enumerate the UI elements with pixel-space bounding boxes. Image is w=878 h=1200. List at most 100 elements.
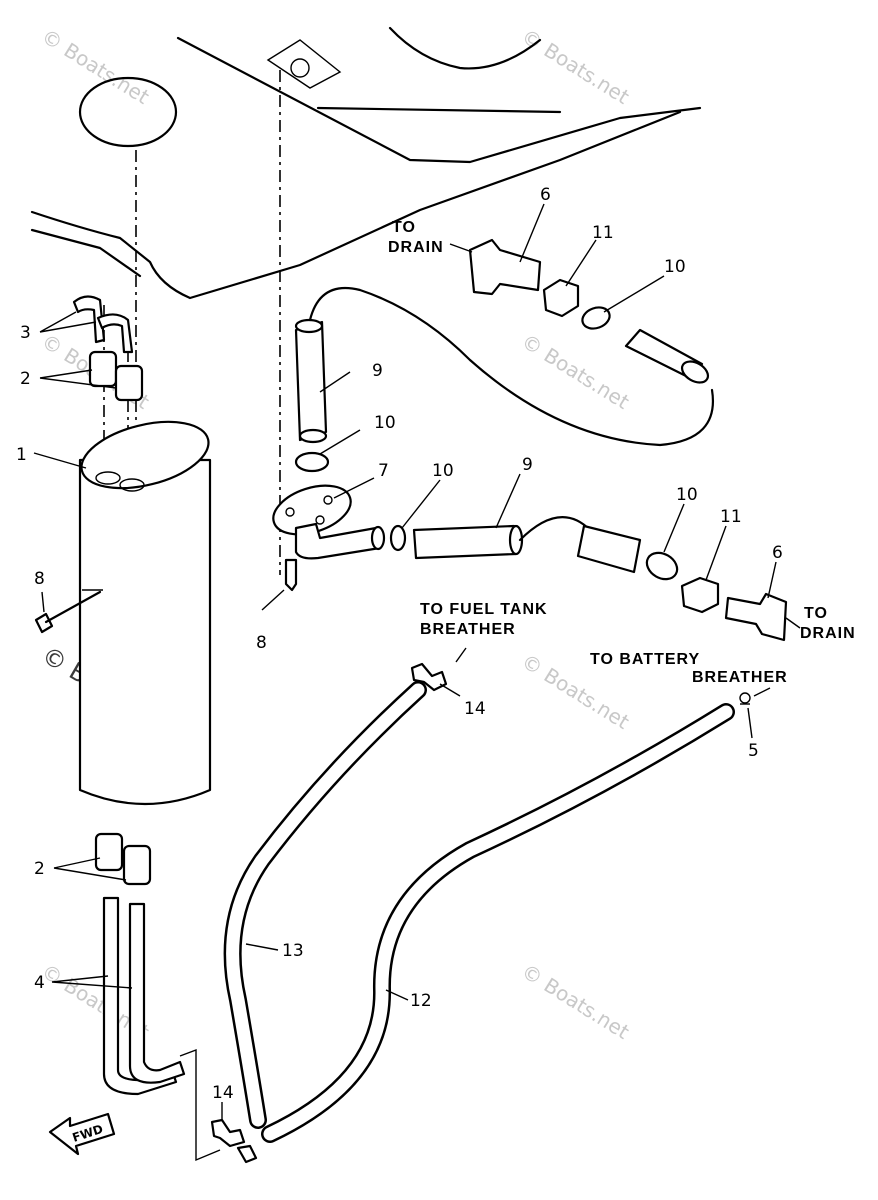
arrow-to-drain-right [785, 617, 801, 629]
callout-6-top: 6 [540, 185, 551, 205]
mid-drain-chain [389, 516, 788, 642]
drain-tube-mid [518, 516, 592, 542]
leader-4 [51, 975, 133, 989]
leader-7 [333, 477, 375, 499]
callout-3: 3 [20, 323, 31, 343]
upper-drain-hose [294, 286, 715, 473]
lower-fittings [94, 832, 221, 1162]
canister-port-2 [119, 478, 145, 492]
leader-11-top [565, 239, 597, 287]
top-drain-chain [468, 238, 710, 384]
callout-10-mid: 10 [374, 413, 396, 433]
pipe-2 [128, 902, 186, 1084]
hose-12-fill [263, 705, 733, 1141]
plate-hole-1 [285, 507, 295, 517]
arrow-to-drain-top [449, 243, 473, 253]
hose-13-outline [223, 681, 427, 1129]
fitting-14-lower [210, 1118, 246, 1148]
elbow-hose-1 [72, 295, 106, 344]
bracket-edge [179, 1048, 221, 1162]
deck-opening [78, 76, 178, 148]
hull-outline [30, 26, 702, 300]
fwd-arrow-shape [48, 1112, 116, 1156]
fitting-lower-1 [94, 832, 124, 872]
captions: TO DRAIN TO FUEL TANK BREATHER TO BATTER… [388, 219, 856, 686]
elbow-hose-2 [96, 313, 134, 354]
fitting-upper-1 [88, 350, 118, 388]
callout-9-top: 9 [372, 361, 383, 381]
plate-hole-2 [315, 515, 325, 525]
leader-9-right [495, 473, 521, 529]
leader-10-right [663, 503, 685, 553]
leader-14-upper [439, 683, 461, 697]
watermark-2: © Boats.net [517, 24, 633, 109]
callout-12: 12 [410, 991, 432, 1011]
callout-8-left: 8 [34, 569, 45, 589]
breather-hoses [223, 681, 735, 1143]
callout-10-lower: 10 [432, 461, 454, 481]
hull-upper-edge [176, 36, 702, 164]
arrow-fuel-tank [455, 647, 467, 663]
caption-to-drain-top-1: TO [392, 219, 416, 236]
hose-fittings [210, 662, 751, 1164]
leader-11-right [705, 525, 727, 581]
leader-6-top [519, 203, 545, 263]
caption-to-drain-right-1: TO [804, 605, 828, 622]
hull-lower-edge [30, 110, 682, 300]
callout-13: 13 [282, 941, 304, 961]
fitting-upper-2 [114, 364, 144, 402]
leader-12 [385, 989, 409, 1001]
fitting-lower-2 [236, 1144, 258, 1164]
hose-9-vertical [294, 320, 328, 442]
leader-5 [747, 707, 753, 739]
hose-piece-right [576, 524, 642, 574]
caption-to-drain-top-2: DRAIN [388, 239, 444, 256]
hull-top-curve [388, 26, 542, 70]
caption-to-drain-right-2: DRAIN [800, 625, 856, 642]
canister-body [78, 458, 212, 806]
caption-fuel-tank-2: BREATHER [420, 621, 516, 638]
hose-9-bottom [298, 428, 328, 444]
clamp-10-vertical [294, 451, 330, 473]
callout-2-lower: 2 [34, 859, 45, 879]
callout-1: 1 [16, 445, 27, 465]
leader-13 [245, 943, 279, 951]
nut-11-right [680, 576, 720, 614]
leader-2-upper [39, 369, 117, 389]
drain-elbow [294, 522, 382, 560]
hose-9-top [294, 318, 324, 334]
hose-9-end [508, 524, 524, 556]
hose-13-fill [226, 683, 425, 1127]
leader-6-right [767, 561, 777, 599]
caption-battery-1: TO BATTERY [590, 651, 700, 668]
leader-8-mid [261, 589, 285, 611]
callout-9-right: 9 [522, 455, 533, 475]
screw-left-head [34, 612, 54, 634]
leader-1 [33, 452, 87, 469]
leader-10-lower [401, 479, 441, 529]
callout-6-right: 6 [772, 543, 783, 563]
watermark-4: © Boats.net [517, 329, 633, 414]
drain-elbow-end [370, 525, 386, 551]
callout-10-right: 10 [676, 485, 698, 505]
screws [34, 558, 298, 634]
leader-10-top-right [603, 275, 665, 313]
callout-7: 7 [378, 461, 389, 481]
callout-2-upper: 2 [20, 369, 31, 389]
hose-piece-top-end [680, 360, 710, 384]
screw-left-line [44, 590, 102, 624]
watermark-1: © Boats.net [37, 24, 153, 109]
watermark-6: © Boats.net [517, 959, 633, 1044]
clamp-10-top [581, 306, 611, 330]
leader-3 [39, 311, 97, 333]
callout-11-right: 11 [720, 507, 742, 527]
leader-9-top [319, 371, 351, 393]
callouts: 3 2 1 8 2 4 8 9 10 7 10 9 6 11 10 10 11 … [16, 185, 783, 1103]
leader-2-lower [53, 857, 127, 881]
drain-assembly [272, 484, 386, 560]
hull-flange [30, 228, 142, 278]
plate-hole-3 [323, 495, 333, 505]
caption-battery-2: BREATHER [692, 669, 788, 686]
